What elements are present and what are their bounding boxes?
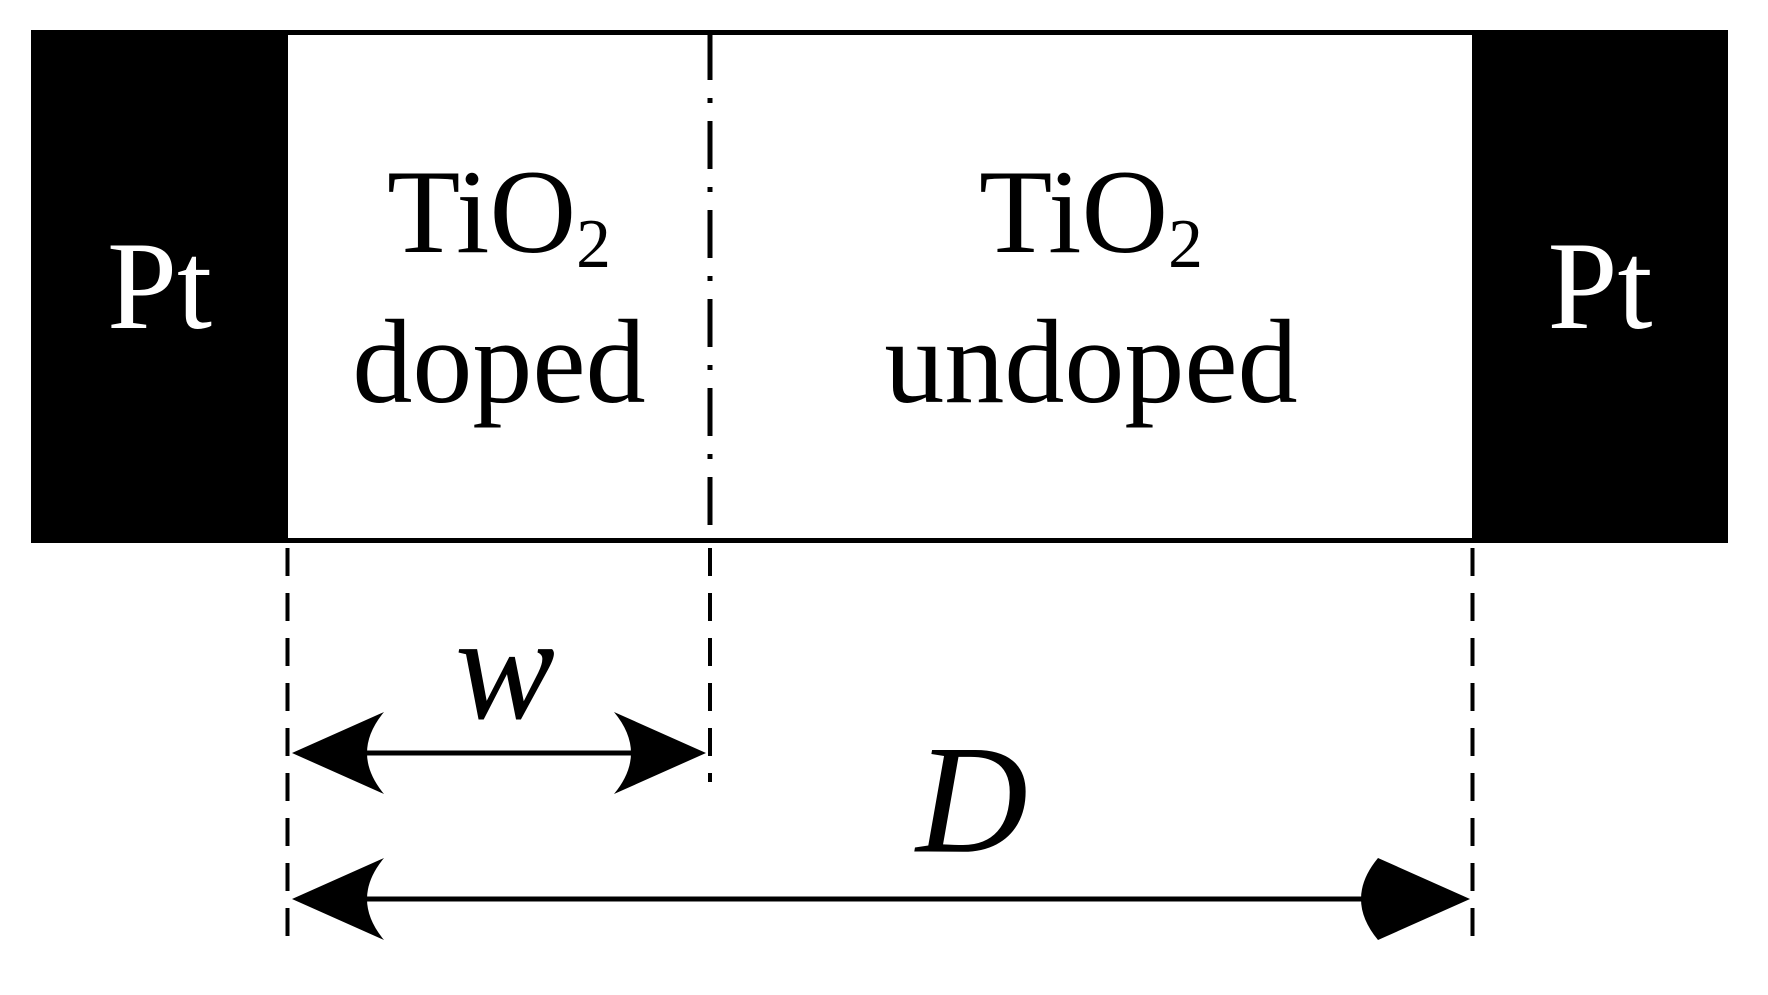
w-dimension-arrow xyxy=(292,712,706,794)
doped-region-state-label: doped xyxy=(352,294,646,428)
d-arrowhead-left-icon xyxy=(292,858,384,940)
pt-electrode-right: Pt xyxy=(1472,30,1728,543)
tio2-oxide-box xyxy=(288,30,1472,543)
undoped-region-state-label: undoped xyxy=(884,294,1298,428)
d-dimension-arrow xyxy=(292,858,1470,940)
w-arrowhead-right-icon xyxy=(614,712,706,794)
d-arrowhead-right-icon xyxy=(1361,858,1470,940)
pt-electrode-left-label: Pt xyxy=(106,216,213,356)
tio2-doped-region: TiO2 doped xyxy=(288,30,710,543)
pt-electrode-left: Pt xyxy=(31,30,288,543)
doped-formula-subscript: 2 xyxy=(576,205,611,283)
pt-electrode-right-label: Pt xyxy=(1547,216,1653,356)
w-arrowhead-left-icon xyxy=(292,712,384,794)
doped-region-formula: TiO2 xyxy=(387,137,611,287)
doped-formula-base: TiO xyxy=(387,144,577,278)
undoped-region-formula: TiO2 xyxy=(979,137,1203,287)
undoped-formula-base: TiO xyxy=(979,144,1169,278)
undoped-formula-subscript: 2 xyxy=(1168,205,1203,283)
d-dimension-label: D xyxy=(916,713,1028,886)
w-dimension-label: w xyxy=(454,585,556,751)
tio2-undoped-region: TiO2 undoped xyxy=(710,30,1472,543)
